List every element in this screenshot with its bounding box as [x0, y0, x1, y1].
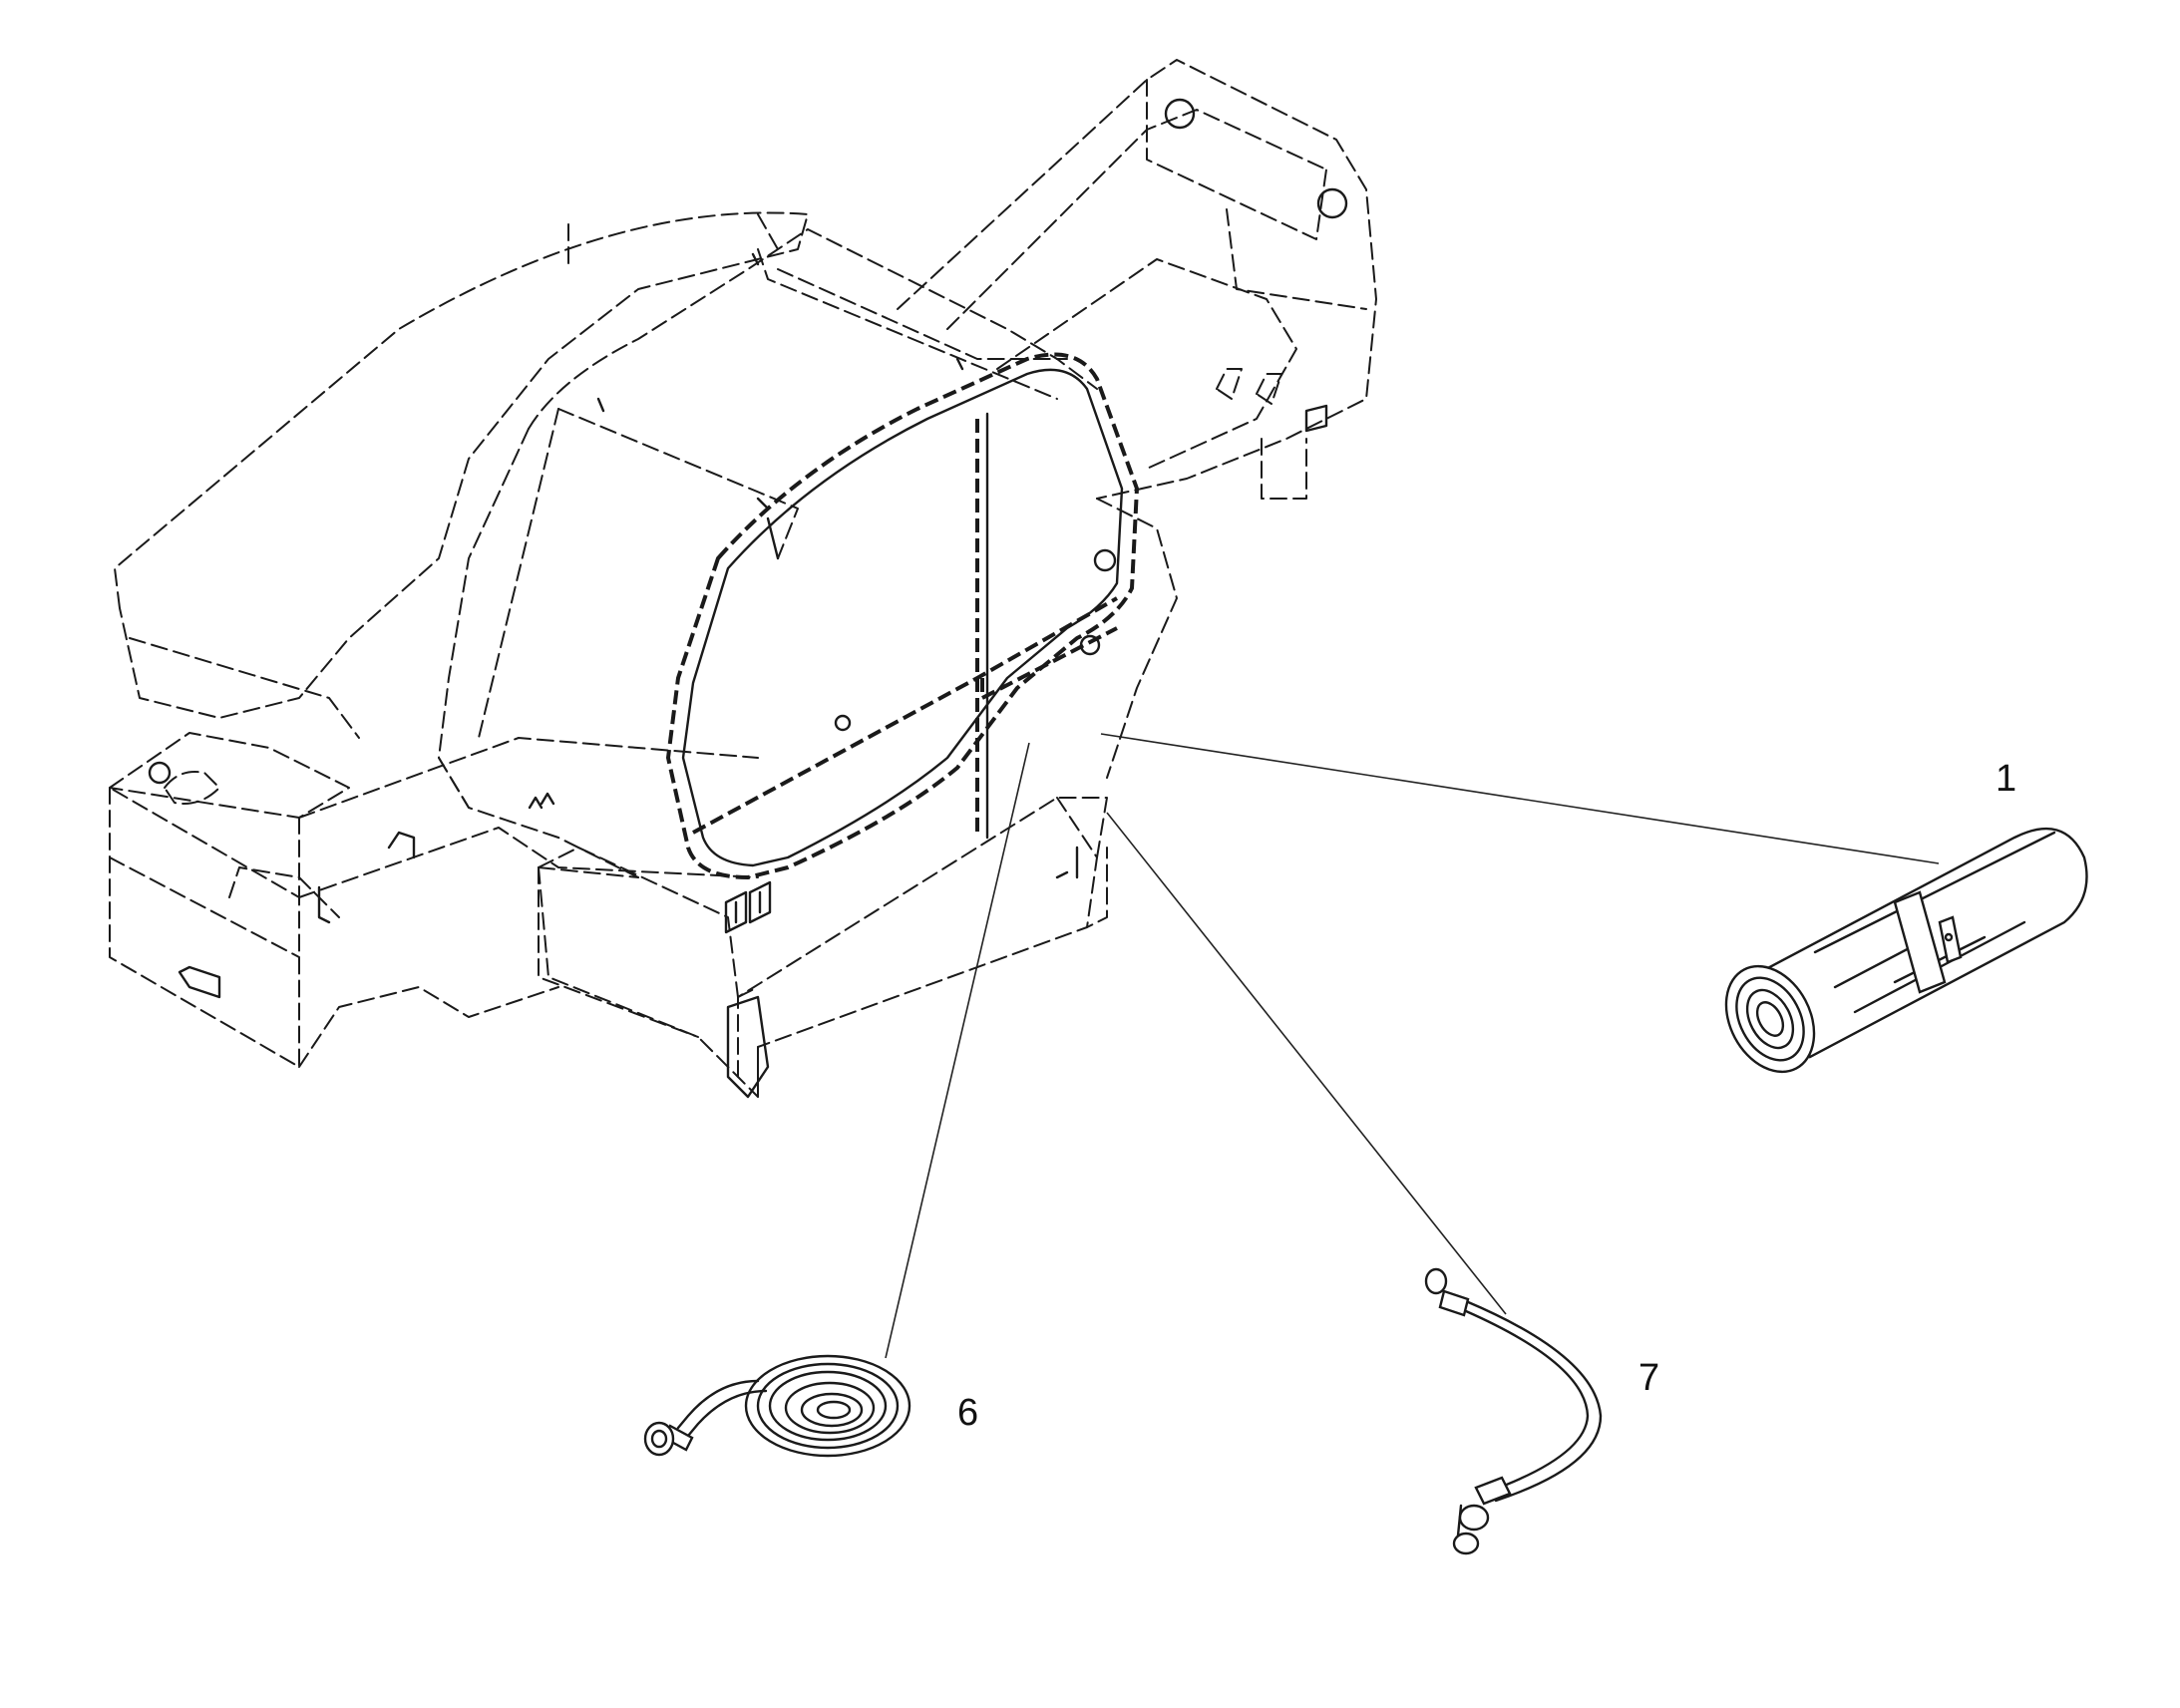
leader-line-6 — [885, 742, 1030, 1359]
insulation-roll-icon — [1724, 828, 2088, 1074]
hydraulic-hose-icon — [1424, 1267, 1603, 1555]
callout-7: 7 — [1638, 1357, 1660, 1399]
coiled-hose-icon — [643, 1354, 911, 1458]
callout-1: 1 — [1996, 758, 2017, 800]
cab-outline — [438, 228, 1139, 934]
leader-lines — [885, 733, 1940, 1359]
leader-line-7 — [1106, 812, 1507, 1315]
callout-6: 6 — [957, 1392, 979, 1434]
leader-line-1 — [1100, 733, 1940, 864]
chassis-outline — [109, 59, 1377, 1099]
